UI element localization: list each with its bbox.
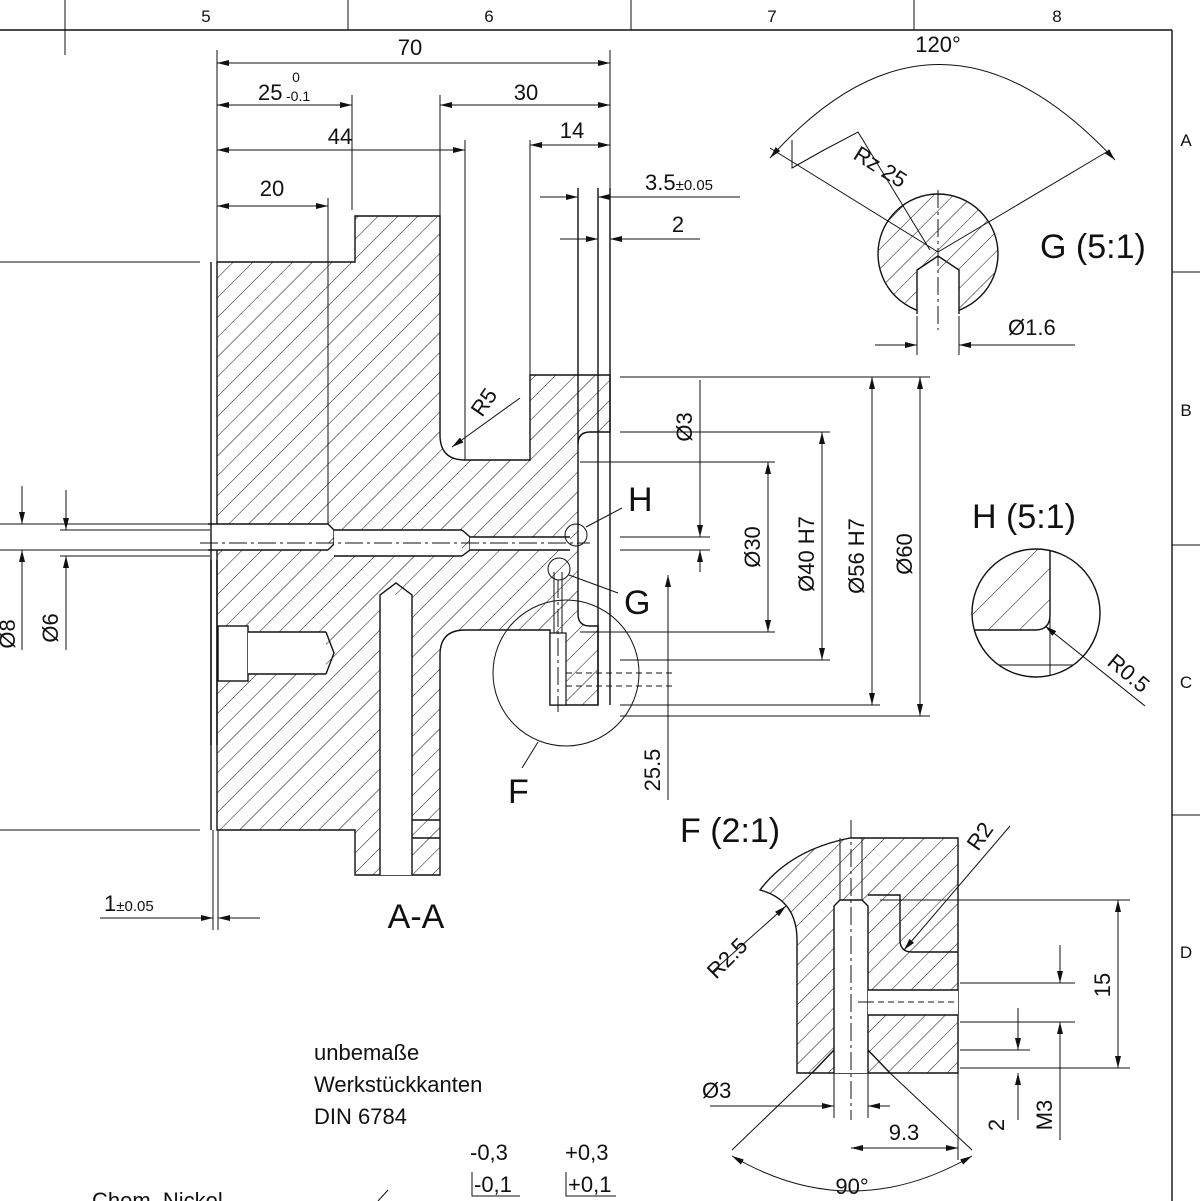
callout-f: F (508, 773, 529, 811)
column-label-6: 6 (484, 7, 493, 26)
tolerance-b: +0,3 (565, 1140, 608, 1165)
note-line-3: DIN 6784 (314, 1104, 407, 1129)
detail-f-angle: 90° (835, 1174, 868, 1199)
callout-h: H (628, 481, 653, 519)
column-label-7: 7 (767, 7, 776, 26)
detail-g-angle: 120° (915, 32, 961, 57)
detail-f-title: F (2:1) (680, 812, 780, 850)
detail-g: Ø1.6 120° Rz 25 G (5:1) (769, 32, 1146, 355)
section-label: A-A (388, 898, 445, 936)
detail-f-9-3: 9.3 (889, 1120, 920, 1145)
dim-25: 25 (258, 80, 282, 105)
dim-25-lower: -0.1 (286, 88, 310, 104)
dim-3-5-main: 3.5 (645, 170, 676, 195)
dim-44: 44 (328, 124, 352, 149)
callout-circle-g (547, 557, 571, 581)
callout-circle-h (564, 523, 588, 547)
detail-h-radius: R0.5 (1103, 649, 1155, 698)
callout-g: G (624, 584, 650, 622)
dim-25-upper: 0 (292, 69, 300, 85)
dim-dia40: Ø40 H7 (794, 516, 819, 592)
section-a-a: 70 25 0 -0.1 30 44 14 20 3.5±0.05 2 R5 (0, 35, 930, 936)
detail-h: R0.5 H (5:1) (971, 498, 1155, 707)
dim-1: 1±0.05 (104, 891, 154, 916)
dim-dia3: Ø3 (672, 412, 697, 441)
detail-f-2: 2 (984, 1119, 1009, 1131)
tolerance-d: +0,1 (568, 1172, 611, 1197)
notes-block: unbemaße Werkstückkanten DIN 6784 -0,3 +… (92, 1040, 616, 1201)
dim-dia30: Ø30 (740, 526, 765, 568)
dim-3-5-tol: ±0.05 (676, 177, 713, 194)
note-line-2: Werkstückkanten (314, 1072, 482, 1097)
dim-dia56: Ø56 H7 (844, 518, 869, 594)
dim-2: 2 (672, 212, 684, 237)
row-label-d: D (1180, 943, 1192, 962)
dim-30: 30 (514, 80, 538, 105)
dim-3-5: 3.5±0.05 (645, 170, 713, 195)
column-label-5: 5 (201, 7, 210, 26)
detail-f-dia3: Ø3 (702, 1078, 731, 1103)
dim-1-main: 1 (104, 891, 116, 916)
detail-g-title: G (5:1) (1040, 228, 1146, 266)
dim-70: 70 (398, 35, 422, 60)
dim-14: 14 (560, 118, 584, 143)
detail-f: R2.5 R2 15 M3 2 Ø3 9.3 90° (680, 812, 1130, 1199)
detail-g-dia: Ø1.6 (1008, 315, 1056, 340)
finish-note: Chem. Nickel (92, 1188, 223, 1201)
detail-f-r2: R2 (962, 817, 999, 854)
dim-20: 20 (260, 176, 284, 201)
dim-dia8: Ø8 (0, 619, 20, 648)
detail-g-roughness: Rz 25 (849, 141, 911, 193)
row-label-b: B (1180, 401, 1191, 420)
dim-25-5: 25.5 (640, 749, 665, 792)
note-line-1: unbemaße (314, 1040, 419, 1065)
detail-f-r25: R2.5 (702, 933, 753, 984)
detail-h-title: H (5:1) (972, 498, 1076, 536)
row-label-c: C (1180, 673, 1192, 692)
column-label-8: 8 (1052, 7, 1061, 26)
dim-dia60: Ø60 (892, 533, 917, 575)
detail-f-m3: M3 (1032, 1100, 1057, 1131)
row-label-a: A (1180, 131, 1192, 150)
tolerance-c: -0,1 (474, 1172, 512, 1197)
dim-1-tol: ±0.05 (116, 898, 153, 915)
dim-dia6: Ø6 (38, 613, 63, 642)
detail-f-15: 15 (1090, 973, 1115, 997)
tolerance-a: -0,3 (470, 1140, 508, 1165)
